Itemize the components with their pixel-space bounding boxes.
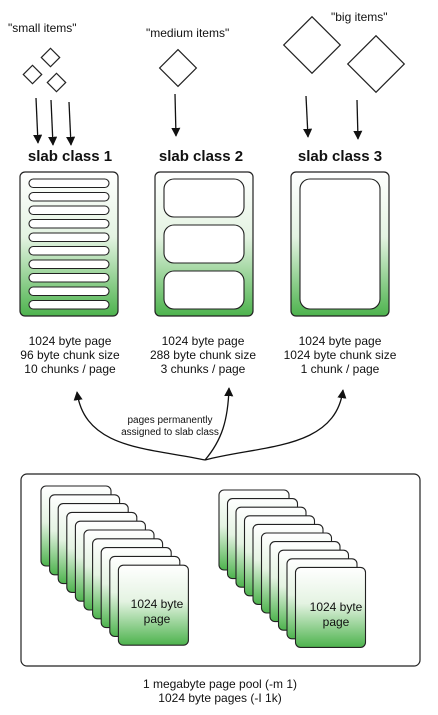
slab-class-3-chunk [299,178,381,310]
slab-class-1-chunk-size: 96 byte chunk size [20,348,120,362]
slab-class-1-chunk [28,232,110,243]
pool-right-page-label-line-2: page [322,615,350,629]
assignment-arrows [73,387,347,461]
slab-class-2-title: slab class 2 [158,148,244,165]
assignment-note-line-1: pages permanently [127,415,213,426]
slab-class-2-info: 1024 byte page 288 byte chunk size 3 chu… [138,334,268,376]
pool-right-front-page-label: 1024 byte page [301,600,371,630]
pool-left-page [117,564,189,646]
slab-class-1-chunks-per-page: 10 chunks / page [24,362,116,376]
slab-class-1-chunk [28,245,110,256]
slab-pages [19,171,390,317]
assignment-note: pages permanently assigned to slab class [105,415,235,439]
slab-class-3-title: slab class 3 [297,148,383,165]
slab-class-3-page-size: 1024 byte page [298,334,382,348]
pool-right-page [294,566,367,648]
slab-class-1-chunk [28,178,110,189]
slab-class-2-chunk-size: 288 byte chunk size [149,348,257,362]
slab-class-1-title: slab class 1 [27,148,113,165]
pool-right-page-label-line-1: 1024 byte [309,600,363,614]
slab-class-3-chunks-per-page: 1 chunk / page [300,362,380,376]
slab-class-1-chunk [28,191,110,202]
slab-class-1-chunk [28,218,110,229]
slab-class-1-chunk [28,286,110,297]
medium-items-label: "medium items" [146,26,230,40]
slab-class-3-info: 1024 byte page 1024 byte chunk size 1 ch… [275,334,405,376]
slab-class-1-chunk [28,299,110,310]
pool-caption-line-2: 1024 byte pages (-I 1k) [158,691,282,705]
assignment-note-line-2: assigned to slab class [121,427,219,438]
slab-class-2-chunk [163,270,245,310]
pool-left-page-label-line-1: 1024 byte [130,597,184,611]
small-items-label: "small items" [8,21,77,35]
big-item-diamonds [282,15,406,94]
pool-left-page-label-line-2: page [143,612,171,626]
pool-caption: 1 megabyte page pool (-m 1) 1024 byte pa… [80,677,360,705]
slab-class-3-chunk-size: 1024 byte chunk size [283,348,397,362]
pool-caption-line-1: 1 megabyte page pool (-m 1) [142,677,298,691]
slab-class-1-chunk [28,259,110,270]
item-arrows [33,93,363,146]
slab-class-2-chunks-per-page: 3 chunks / page [160,362,246,376]
big-items-label: "big items" [331,10,388,24]
slab-class-2-page-size: 1024 byte page [161,334,245,348]
slab-class-1-chunk [28,205,110,216]
slab-class-1-page-size: 1024 byte page [28,334,112,348]
slab-class-1-chunk [28,272,110,283]
page-pool-stacks [40,485,367,648]
slab-class-2-chunk [163,224,245,264]
medium-item-diamond [158,48,198,88]
pool-left-front-page-label: 1024 byte page [122,597,192,627]
slab-class-2-chunk [163,178,245,218]
small-item-diamonds [22,47,67,93]
slab-class-1-info: 1024 byte page 96 byte chunk size 10 chu… [5,334,135,376]
